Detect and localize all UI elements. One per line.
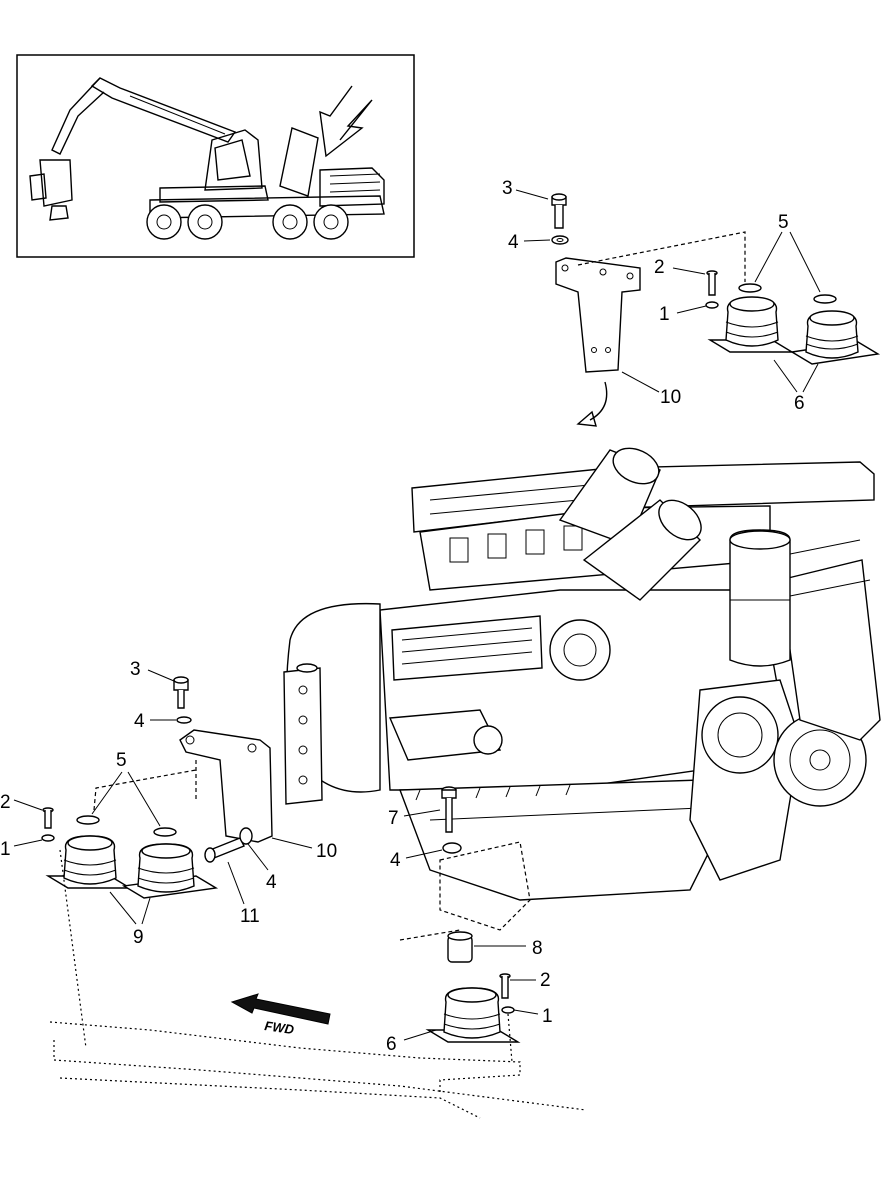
bolt-2 [706,270,718,296]
callout-5-left: 5 [116,750,127,771]
washer-1 [705,301,719,309]
callout-labels: 3 4 2 1 5 10 6 3 4 5 2 1 10 4 11 9 7 4 8… [0,178,805,1055]
callout-2-left: 2 [0,792,11,813]
arrow-left-icon [230,993,331,1025]
machine-locator-inset [16,54,415,258]
bolt-3 [551,193,567,229]
engine-assembly [283,447,881,901]
callout-5-top: 5 [778,212,789,233]
callout-2-center: 2 [540,970,551,991]
washer-4 [551,235,569,245]
callout-8-center: 8 [532,938,543,959]
bolt-3-left [173,676,189,709]
bracket-10 [555,257,641,373]
callout-1-top: 1 [659,304,670,325]
callout-4-left-upper: 4 [134,711,145,732]
callout-10-top: 10 [660,387,681,408]
rubber-mount-6 [707,296,795,353]
rubber-mount-6-center [425,987,521,1043]
frame-outline [49,1021,587,1119]
callout-10-left: 10 [316,841,337,862]
callout-3-left: 3 [130,659,141,680]
callout-11-left: 11 [240,906,260,927]
rubber-mount-9 [45,835,133,889]
callout-4-top: 4 [508,232,519,253]
rubber-mount-9b [121,843,219,899]
upper-mount-detail [515,189,881,427]
location-arrow-icon [319,85,373,158]
rubber-mount-6b [789,310,881,365]
callout-1-center: 1 [542,1006,553,1027]
callout-4-left-lower: 4 [266,872,277,893]
forward-direction-arrow: FWD [230,993,331,1037]
callout-9-left: 9 [133,927,144,948]
callout-2-top: 2 [654,257,665,278]
callout-6-center: 6 [386,1034,397,1055]
callout-7-center: 7 [388,808,399,829]
center-mount-detail [399,786,539,1063]
callout-1-left: 1 [0,839,11,860]
callout-3-top: 3 [502,178,513,199]
callout-4-center: 4 [390,850,401,871]
fwd-label: FWD [264,1018,296,1037]
left-mount-detail [13,669,313,1049]
callout-6-top: 6 [794,393,805,414]
